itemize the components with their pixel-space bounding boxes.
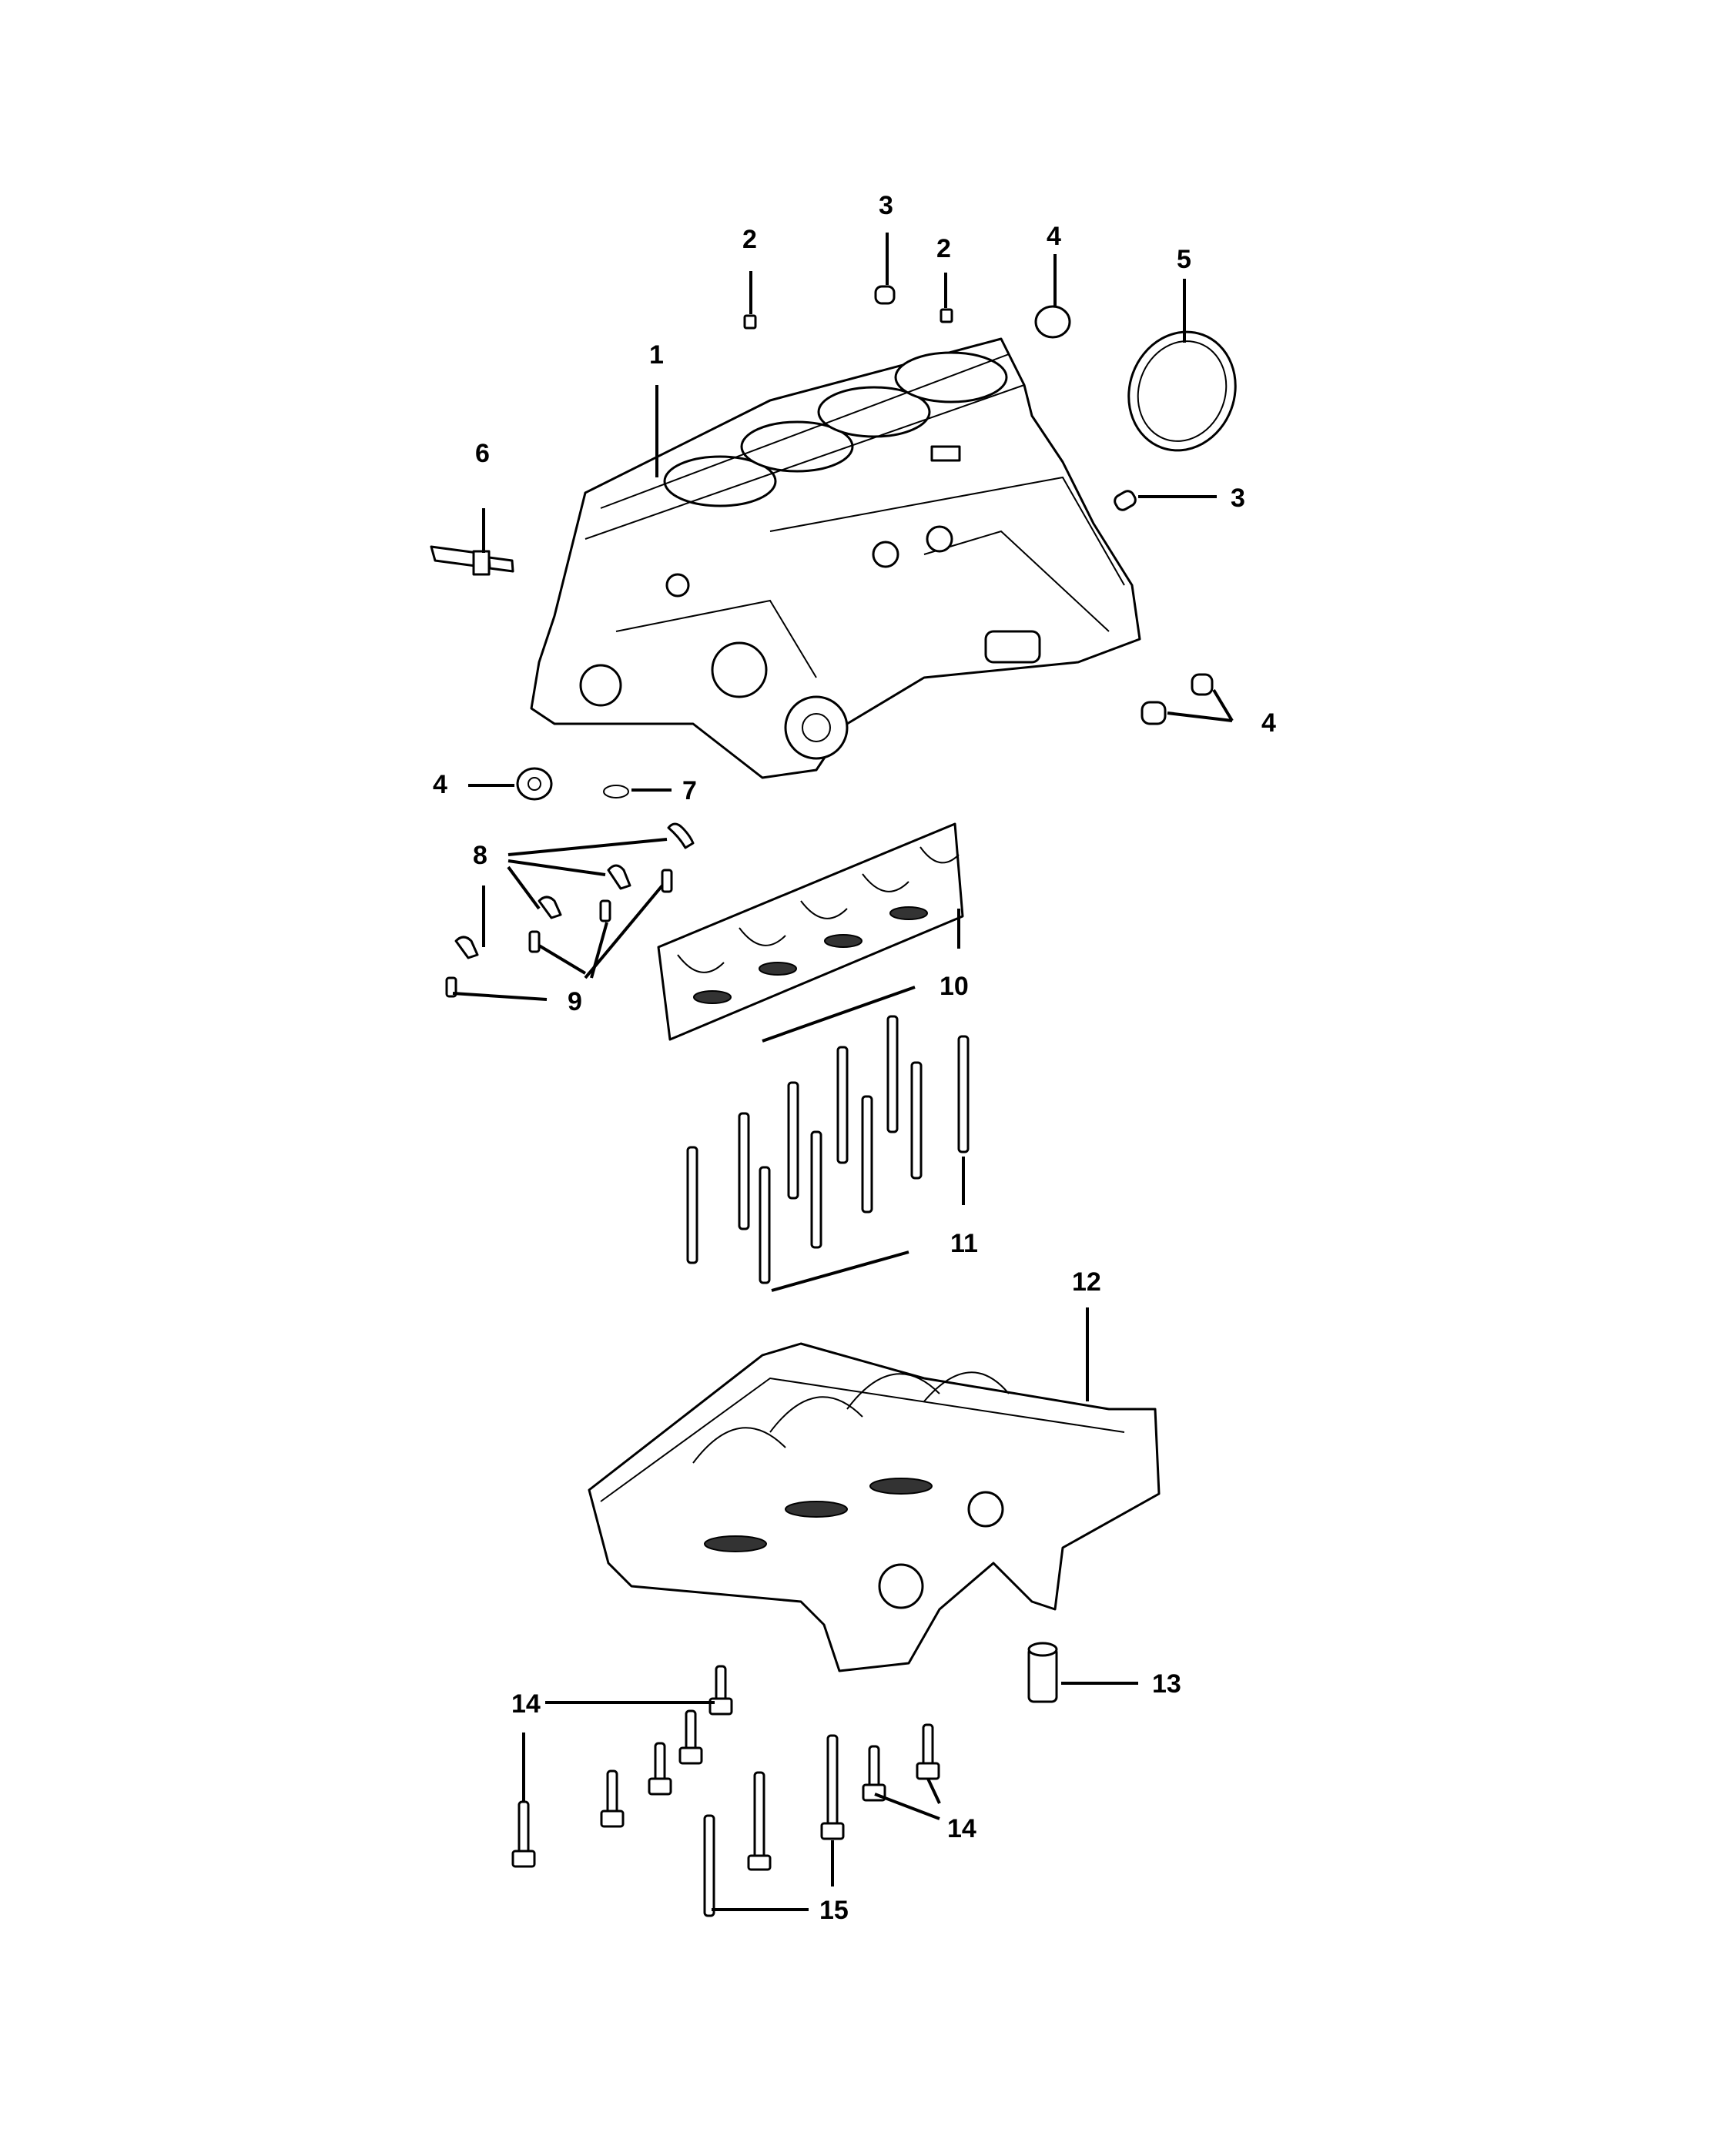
callout-14a: 14 bbox=[511, 1689, 541, 1719]
callout-6: 6 bbox=[475, 439, 490, 468]
main-cap-bolts bbox=[686, 1015, 970, 1284]
rear-main-seal bbox=[1127, 330, 1237, 452]
callout-4a: 4 bbox=[1047, 222, 1061, 251]
callout-10: 10 bbox=[940, 972, 969, 1001]
dowel-sleeve-13 bbox=[1027, 1642, 1058, 1703]
callout-5: 5 bbox=[1177, 245, 1191, 274]
callout-14b: 14 bbox=[947, 1814, 976, 1843]
plug-3b bbox=[1114, 490, 1137, 511]
bedplate bbox=[588, 1342, 1161, 1672]
callout-2a: 2 bbox=[742, 225, 757, 254]
stud-fitting-6 bbox=[430, 545, 514, 576]
bedplate-bolts bbox=[511, 1665, 940, 1917]
plug-3a bbox=[874, 285, 896, 305]
leader-lines bbox=[452, 233, 1234, 1911]
callout-13: 13 bbox=[1152, 1669, 1181, 1699]
main-bearing-caps bbox=[657, 822, 964, 1041]
callout-labels: 1 2 2 3 3 4 4 4 5 6 7 8 9 10 11 12 13 14… bbox=[433, 191, 1276, 1925]
callout-12: 12 bbox=[1072, 1267, 1101, 1297]
callout-9: 9 bbox=[568, 987, 582, 1016]
callout-2b: 2 bbox=[936, 234, 951, 263]
callout-4b: 4 bbox=[1261, 708, 1276, 738]
plug-4c bbox=[516, 767, 553, 801]
callout-3a: 3 bbox=[879, 191, 893, 220]
dowel-pin-2a bbox=[743, 314, 757, 330]
plug-4a bbox=[1034, 305, 1071, 339]
callout-11: 11 bbox=[950, 1229, 978, 1258]
callout-7: 7 bbox=[682, 776, 697, 805]
callout-3b: 3 bbox=[1231, 484, 1245, 513]
dowel-pin-2b bbox=[940, 308, 953, 323]
plug-4b bbox=[1141, 673, 1214, 725]
cylinder-block bbox=[530, 337, 1141, 779]
o-ring-7 bbox=[603, 785, 629, 798]
oil-jets bbox=[445, 822, 695, 998]
callout-4c: 4 bbox=[433, 770, 447, 799]
callout-8: 8 bbox=[473, 841, 487, 870]
callout-15: 15 bbox=[819, 1896, 849, 1925]
callout-1: 1 bbox=[649, 340, 664, 370]
